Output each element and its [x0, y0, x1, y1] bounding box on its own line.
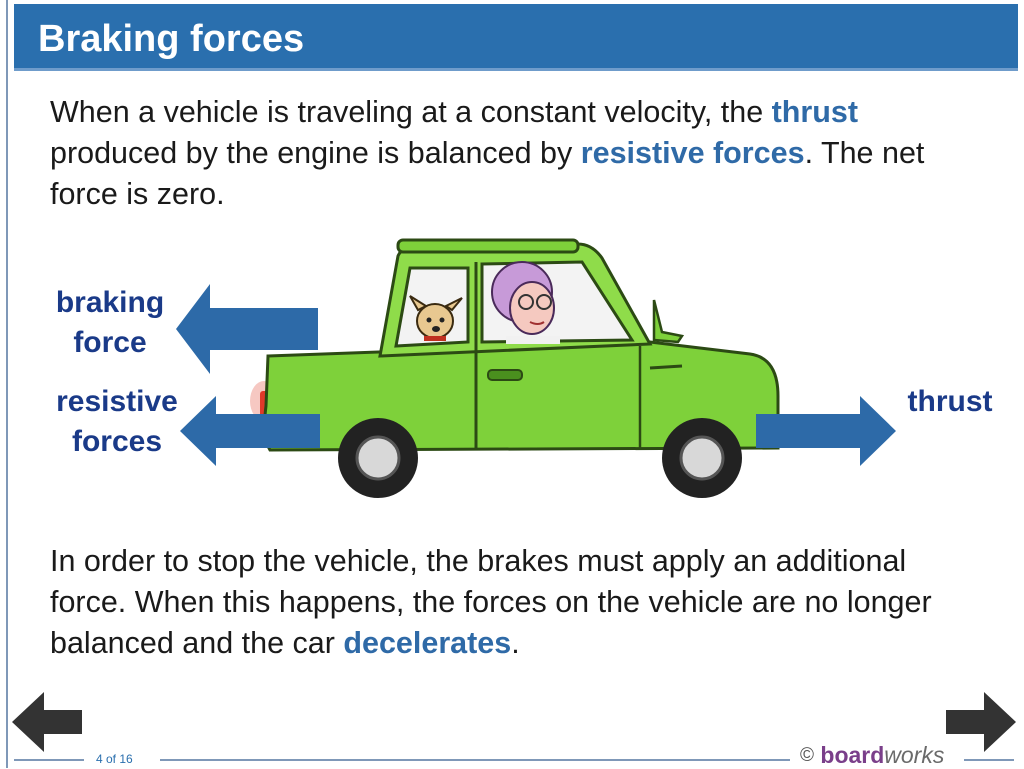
intro-paragraph: When a vehicle is traveling at a constan…	[50, 92, 990, 215]
left-border-rule	[6, 0, 8, 768]
boardworks-logo: © boardworks	[800, 742, 944, 769]
braking-force-label: braking force	[44, 283, 176, 363]
thrust-label: thrust	[907, 385, 993, 418]
side-mirror	[652, 299, 685, 344]
page-number: 4 of 16	[96, 752, 133, 766]
footer-rule-left	[14, 759, 84, 761]
front-wheel	[662, 418, 742, 498]
title-bar: Braking forces	[14, 4, 1018, 68]
car-illustration	[250, 238, 780, 498]
rear-wheel	[338, 418, 418, 498]
outro-paragraph: In order to stop the vehicle, the brakes…	[50, 541, 990, 664]
resistive-label-line2: forces	[71, 425, 163, 458]
footer-rule-middle	[160, 759, 790, 761]
resistive-label-line1: resistive	[56, 385, 178, 418]
footer-rule-right	[964, 759, 1014, 761]
page-title: Braking forces	[38, 18, 305, 60]
intro-highlight-thrust: thrust	[771, 95, 859, 129]
outro-text-1: In order to stop the vehicle, the brakes…	[50, 544, 932, 660]
braking-force-arrow	[176, 284, 318, 374]
logo-board: board	[820, 742, 885, 768]
outro-text-2: .	[511, 626, 520, 660]
right-arrow-icon[interactable]	[944, 692, 1018, 752]
logo-works: works	[884, 742, 945, 768]
intro-text-3: . The net force is zero.	[50, 136, 925, 211]
door-handle	[487, 369, 523, 381]
braking-label-line1: braking	[55, 286, 165, 319]
resistive-forces-arrow	[180, 396, 320, 466]
outro-highlight-decelerates: decelerates	[343, 626, 512, 660]
driver	[491, 261, 560, 344]
car-roof	[396, 238, 580, 254]
dog-passenger	[409, 295, 463, 341]
left-arrow-icon[interactable]	[10, 692, 84, 752]
side-trim	[649, 364, 683, 370]
copyright-symbol: ©	[800, 745, 814, 766]
resistive-forces-label: resistive forces	[42, 382, 192, 462]
intro-text-2: produced by the engine is balanced by	[50, 136, 581, 170]
intro-text-1: When a vehicle is traveling at a constan…	[50, 95, 772, 129]
intro-highlight-resistive: resistive forces	[580, 136, 805, 170]
thrust-arrow	[756, 396, 896, 466]
braking-label-line2: force	[73, 326, 147, 359]
